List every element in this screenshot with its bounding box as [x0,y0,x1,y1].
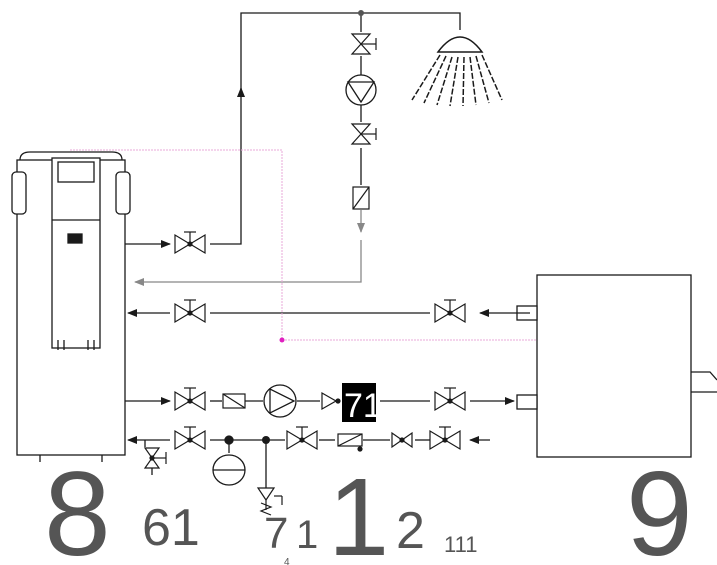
loop-pump-icon [263,384,297,418]
label-pressure-reducer: 2 [396,502,425,560]
fill-drain-valve [143,447,167,469]
valve-loop-lower-left [174,387,206,412]
pressure-reducer [337,433,363,452]
check-valve-cold [391,431,413,449]
valve-loop-upper-left [174,299,206,324]
junction-dot [262,436,270,444]
expansion-vessel-icon [212,435,246,486]
label-fill-valve: 61 [142,499,200,557]
heat-pump-tank [11,151,131,462]
check-valve-loop [222,393,246,409]
label-inlet: 111 [444,532,477,557]
valve-loop-lower-right [434,387,466,412]
pump-box-tag-bg [342,383,376,422]
pipework [125,12,530,488]
loop-valve-tagged [321,391,341,411]
boiler [516,274,717,458]
sensor-junction [279,337,285,343]
pump-icon [345,74,377,106]
label-safety-valve-sub: 1 [296,513,318,557]
label-footer-small: 4 [284,557,290,565]
label-heat-pump-tank: 8 [44,447,111,565]
horizontal-valves [143,231,466,469]
sensor-lines [70,149,537,341]
valve-loop-upper-right [434,299,466,324]
valve-cold-inlet-left [174,426,206,451]
valve-cold-inlet-right [429,426,461,451]
recirculation-return [134,240,362,286]
junction-dot [358,10,364,16]
check-valve-icon [352,186,370,210]
valve-hot-outlet [174,231,206,255]
label-check-valve: 1 [328,456,389,565]
label-pump-box-tag: 71 [344,387,382,425]
safety-valve-icon [256,487,283,516]
shower-head-icon [411,36,503,107]
valve-cold-inlet-mid [286,426,318,451]
label-boiler: 9 [626,447,693,565]
valve-icon [350,33,377,145]
label-safety-valve: 7 [264,509,288,558]
